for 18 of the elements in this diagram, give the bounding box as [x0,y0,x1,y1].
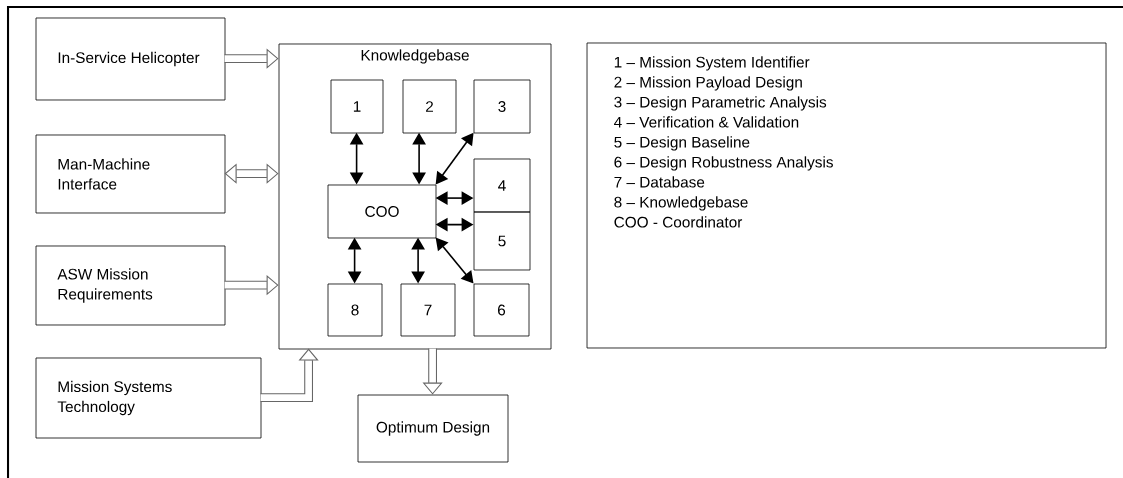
key-box: 1 – Mission System Identifier 2 – Mission Payload Design 3 – Design Parametric Analysis 4 – Verification & Validation 5 – Design Baseline 6 – Design Robustness Analysis 7 – Database 8 – Knowledgebase COO - Coordinator [586,42,1107,349]
process-box: 3 [473,79,531,134]
process-box: 8 [327,283,383,337]
process-box: 6 [473,283,530,337]
process-box: 1 [330,79,384,134]
arrow [224,163,279,184]
process-box: In-Service Helicopter [35,17,226,101]
process-box: Man-Machine Interface [35,134,226,214]
process-box: 4 [473,158,531,213]
arrow [224,48,279,69]
process-box: Optimum Design [357,394,509,463]
process-box: 5 [473,211,531,271]
process-box: COO [327,184,437,239]
arrow [260,348,319,402]
process-box: 7 [400,283,456,337]
process-box: 2 [402,79,457,134]
process-box: ASW Mission Requirements [35,245,226,326]
process-box: Mission Systems Technology [35,357,262,439]
